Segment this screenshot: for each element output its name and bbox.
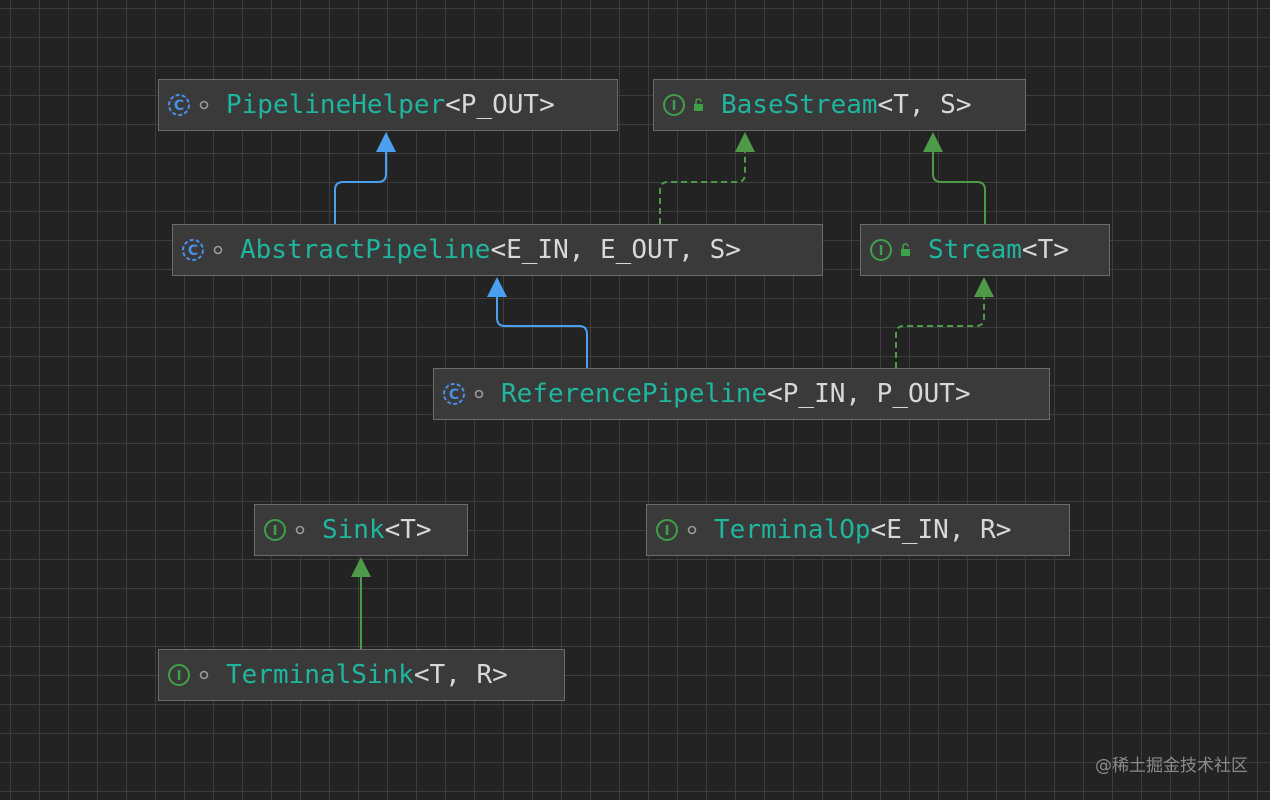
svg-text:I: I xyxy=(177,669,182,684)
class-icon: C xyxy=(168,94,190,116)
edge-arrowhead xyxy=(376,132,396,152)
node-generics: <T> xyxy=(384,515,432,545)
node-generics: <P_IN, P_OUT> xyxy=(767,379,971,409)
node-name: PipelineHelper xyxy=(226,90,446,120)
interface-icon: I xyxy=(870,239,892,261)
edge-arrowhead xyxy=(735,132,755,152)
lock-icon xyxy=(901,243,910,256)
node-generics: <T> xyxy=(1021,235,1069,265)
node-terminal-sink[interactable]: I TerminalSink<T, R> xyxy=(158,649,565,701)
node-terminal-op[interactable]: I TerminalOp<E_IN, R> xyxy=(646,504,1070,556)
node-name: Sink xyxy=(322,515,385,545)
node-name: AbstractPipeline xyxy=(240,235,491,265)
node-name: ReferencePipeline xyxy=(501,379,768,409)
edge-extends-interface-line xyxy=(932,151,986,224)
edge-extends-line xyxy=(496,296,588,368)
svg-text:C: C xyxy=(449,387,459,403)
svg-text:I: I xyxy=(273,524,278,539)
node-name: BaseStream xyxy=(721,90,878,120)
node-reference-pipeline[interactable]: C ReferencePipeline<P_IN, P_OUT> xyxy=(433,368,1050,420)
svg-text:I: I xyxy=(672,99,677,114)
interface-icon: I xyxy=(656,519,678,541)
package-visibility-icon xyxy=(199,670,209,680)
edge-arrowhead xyxy=(974,277,994,297)
node-abstract-pipeline[interactable]: C AbstractPipeline<E_IN, E_OUT, S> xyxy=(172,224,823,276)
node-stream[interactable]: I Stream<T> xyxy=(860,224,1110,276)
svg-text:I: I xyxy=(665,524,670,539)
node-generics: <E_IN, R> xyxy=(870,515,1012,545)
edge-arrowhead xyxy=(487,277,507,297)
lock-icon xyxy=(694,98,703,111)
node-generics: <E_IN, E_OUT, S> xyxy=(490,235,741,265)
node-name: TerminalSink xyxy=(226,660,414,690)
edge-arrowhead xyxy=(351,557,371,577)
edge-implements-line xyxy=(895,296,985,368)
package-visibility-icon xyxy=(295,525,305,535)
node-generics: <T, S> xyxy=(877,90,972,120)
node-base-stream[interactable]: I BaseStream<T, S> xyxy=(653,79,1026,131)
edge-arrowhead xyxy=(923,132,943,152)
node-pipeline-helper[interactable]: C PipelineHelper<P_OUT> xyxy=(158,79,618,131)
package-visibility-icon xyxy=(213,245,223,255)
watermark: @稀土掘金技术社区 xyxy=(1095,756,1248,776)
package-visibility-icon xyxy=(199,100,209,110)
node-name: TerminalOp xyxy=(714,515,871,545)
edge-implements-line xyxy=(659,151,746,224)
interface-icon: I xyxy=(168,664,190,686)
node-generics: <P_OUT> xyxy=(445,90,555,120)
class-icon: C xyxy=(182,239,204,261)
node-sink[interactable]: I Sink<T> xyxy=(254,504,468,556)
edge-extends-line xyxy=(334,151,387,224)
package-visibility-icon xyxy=(474,389,484,399)
interface-icon: I xyxy=(264,519,286,541)
package-visibility-icon xyxy=(687,525,697,535)
class-icon: C xyxy=(443,383,465,405)
node-name: Stream xyxy=(928,235,1022,265)
svg-text:C: C xyxy=(188,243,198,259)
interface-icon: I xyxy=(663,94,685,116)
svg-text:I: I xyxy=(879,244,884,259)
node-generics: <T, R> xyxy=(413,660,508,690)
svg-text:C: C xyxy=(174,98,184,114)
